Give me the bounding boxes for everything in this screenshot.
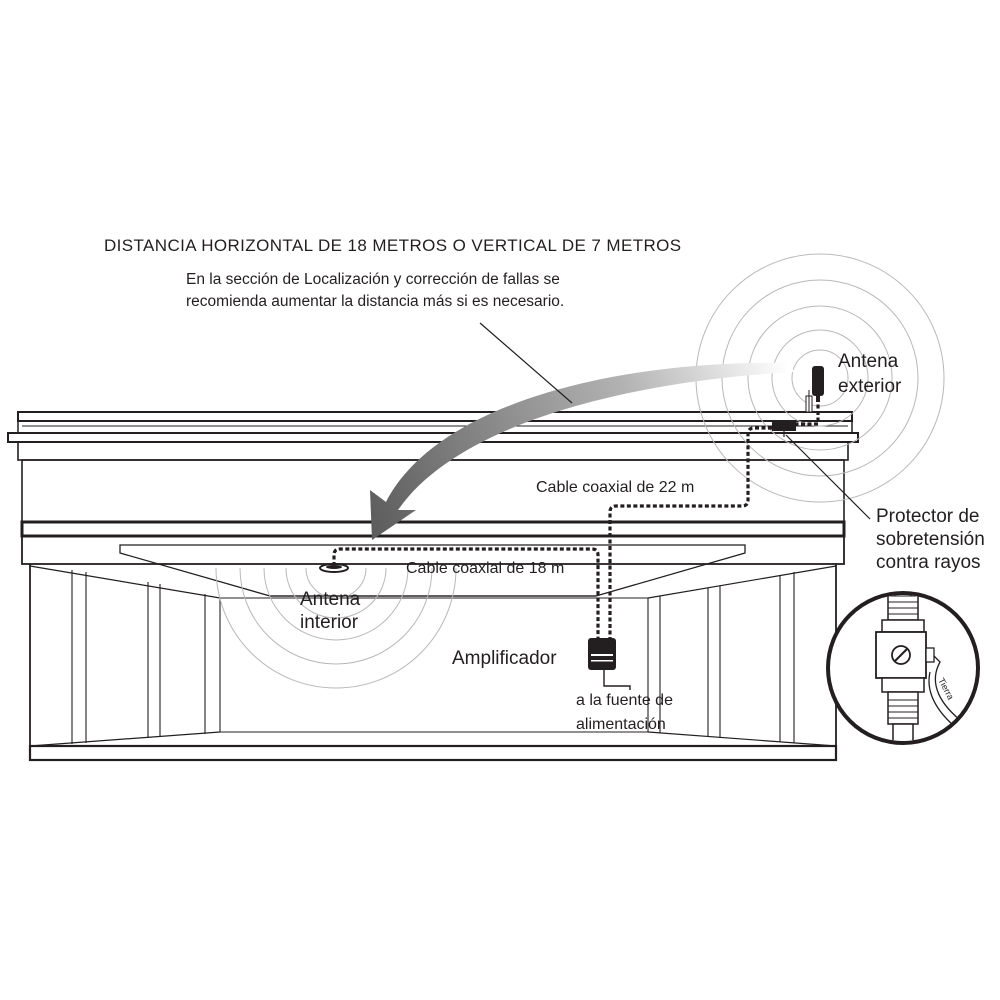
indoor-signal-waves — [215, 567, 457, 689]
indoor-antenna — [319, 563, 349, 573]
outdoor-antenna-label-1: Antena — [838, 351, 899, 372]
cable-22-label: Cable coaxial de 22 m — [536, 479, 694, 496]
surge-protector-detail: Tierra — [826, 591, 980, 745]
surge-label-3: contra rayos — [876, 552, 981, 573]
surge-label-2: sobretensión — [876, 529, 985, 550]
power-label-1: a la fuente de — [576, 692, 673, 709]
note-line-1: En la sección de Localización y correcci… — [186, 271, 560, 288]
note-line-2: recomienda aumentar la distancia más si … — [186, 293, 564, 310]
amplifier-label: Amplificador — [452, 648, 557, 669]
power-label-2: alimentación — [576, 716, 666, 733]
indoor-antenna-label-1: Antena — [300, 589, 361, 610]
coaxial-cables — [332, 398, 820, 690]
outdoor-antenna-label-2: exterior — [838, 376, 902, 397]
distance-arrow — [370, 362, 795, 540]
headline: DISTANCIA HORIZONTAL DE 18 METROS O VERT… — [104, 236, 682, 255]
amplifier — [588, 638, 616, 670]
surge-protector — [772, 422, 796, 437]
building — [7, 411, 859, 762]
cable-18-label: Cable coaxial de 18 m — [406, 560, 564, 577]
outdoor-antenna — [805, 366, 824, 413]
leader-lines — [479, 322, 871, 520]
surge-label-1: Protector de — [876, 506, 980, 527]
indoor-antenna-label-2: interior — [300, 612, 359, 633]
